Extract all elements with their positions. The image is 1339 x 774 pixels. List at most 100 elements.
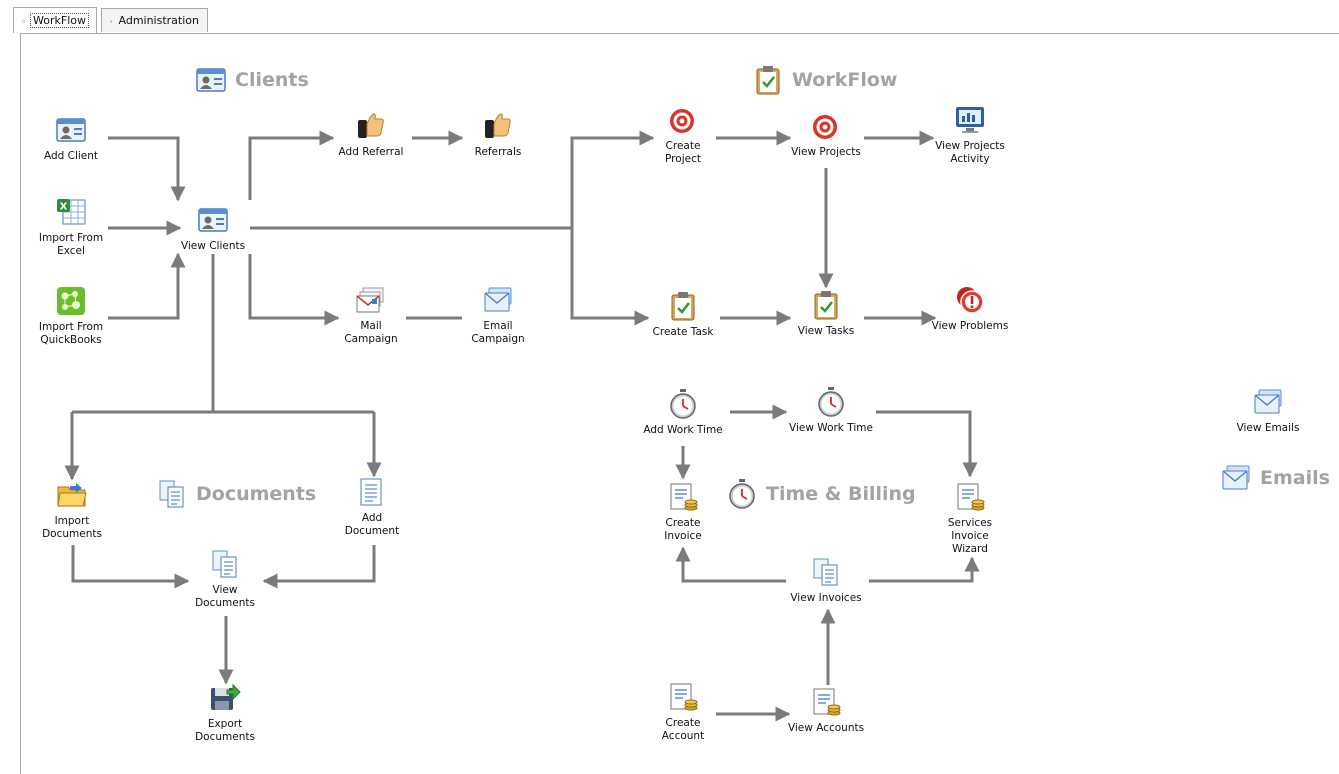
- documents-icon: [209, 548, 241, 580]
- target-star-icon: [667, 104, 699, 136]
- view-emails-button[interactable]: View Emails: [1213, 386, 1323, 435]
- export-documents-button[interactable]: Export Documents: [170, 682, 280, 744]
- section-documents: Documents: [156, 478, 316, 510]
- node-label: View Work Time: [789, 422, 873, 434]
- arrow: [108, 252, 186, 320]
- create-account-button[interactable]: Create Account: [628, 681, 738, 743]
- save-export-icon: [209, 682, 241, 714]
- create-task-button[interactable]: Create Task: [628, 290, 738, 339]
- node-label: Create Project: [665, 140, 701, 165]
- task-clipboard-icon: [667, 290, 699, 322]
- workflow-panel: [20, 33, 1339, 774]
- node-label: Add Referral: [338, 146, 404, 158]
- node-label: Email Campaign: [471, 320, 525, 345]
- targets-icon: [810, 110, 842, 142]
- quickbooks-icon: [55, 285, 87, 317]
- node-label: Import From Excel: [38, 232, 104, 257]
- invoice-wizard-icon: [954, 481, 986, 513]
- arrow: [71, 545, 190, 589]
- services-invoice-wizard-button[interactable]: Services Invoice Wizard: [915, 481, 1025, 556]
- section-title: Emails: [1260, 467, 1330, 489]
- client-card-icon: [195, 64, 227, 96]
- arrow: [248, 254, 340, 326]
- section-workflow: WorkFlow: [752, 64, 897, 96]
- account-coins-icon: [667, 681, 699, 713]
- node-label: View Tasks: [797, 325, 855, 337]
- section-time-billing: Time & Billing: [726, 478, 916, 510]
- node-label: Referrals: [474, 146, 522, 158]
- section-clients: Clients: [195, 64, 309, 96]
- view-documents-button[interactable]: View Documents: [170, 548, 280, 610]
- node-label: Add Work Time: [643, 424, 723, 436]
- monitor-chart-icon: [954, 104, 986, 136]
- arrow: [570, 130, 655, 228]
- create-invoice-button[interactable]: Create Invoice: [628, 481, 738, 543]
- view-problems-button[interactable]: View Problems: [915, 284, 1025, 333]
- node-label: Add Client: [43, 150, 99, 162]
- email-campaign-button[interactable]: Email Campaign: [443, 284, 553, 346]
- excel-icon: [55, 196, 87, 228]
- tasks-clipboard-icon: [810, 289, 842, 321]
- section-title: Time & Billing: [766, 483, 916, 505]
- arrow: [570, 228, 650, 326]
- arrow: [869, 556, 980, 583]
- node-label: View Projects Activity: [935, 140, 1005, 165]
- clipboard-icon: [752, 64, 784, 96]
- problem-icon: [954, 284, 986, 316]
- add-client-icon: [55, 114, 87, 146]
- import-documents-button[interactable]: Import Documents: [17, 479, 127, 541]
- mail-campaign-button[interactable]: Mail Campaign: [316, 284, 426, 346]
- section-title: Clients: [235, 69, 309, 91]
- invoice-coins-icon: [667, 481, 699, 513]
- node-label: Add Document: [344, 512, 400, 537]
- referrals-button[interactable]: Referrals: [443, 110, 553, 159]
- documents-icon: [156, 478, 188, 510]
- accounts-coins-icon: [810, 686, 842, 718]
- node-label: Import Documents: [42, 515, 102, 540]
- add-referral-button[interactable]: Add Referral: [316, 110, 426, 159]
- node-label: Services Invoice Wizard: [947, 517, 993, 555]
- referral-icon: [355, 110, 387, 142]
- email-icon: [1220, 462, 1252, 494]
- node-label: Create Account: [661, 717, 705, 742]
- add-client-button[interactable]: Add Client: [16, 114, 126, 163]
- folder-import-icon: [56, 479, 88, 511]
- node-label: View Invoices: [790, 592, 862, 604]
- tab-administration[interactable]: Administration: [101, 8, 208, 32]
- client-card-icon: [197, 204, 229, 236]
- invoices-icon: [810, 556, 842, 588]
- node-label: Create Task: [652, 326, 714, 338]
- add-document-icon: [356, 476, 388, 508]
- view-accounts-button[interactable]: View Accounts: [771, 686, 881, 735]
- arrow: [262, 545, 376, 589]
- view-projects-button[interactable]: View Projects: [771, 110, 881, 159]
- view-invoices-button[interactable]: View Invoices: [771, 556, 881, 605]
- node-label: View Accounts: [787, 722, 865, 734]
- view-clients-button[interactable]: View Clients: [158, 204, 268, 253]
- node-label: View Problems: [931, 320, 1009, 332]
- email-icon: [482, 284, 514, 316]
- view-tasks-button[interactable]: View Tasks: [771, 289, 881, 338]
- arrow: [675, 546, 786, 583]
- import-quickbooks-button[interactable]: Import From QuickBooks: [16, 285, 126, 347]
- tab-workflow[interactable]: WorkFlow: [13, 7, 97, 33]
- tab-bar: WorkFlow Administration: [0, 0, 1339, 34]
- arrow: [108, 136, 186, 202]
- tab-label: WorkFlow: [30, 13, 89, 28]
- add-document-button[interactable]: Add Document: [317, 476, 427, 538]
- view-projects-activity-button[interactable]: View Projects Activity: [915, 104, 1025, 166]
- node-label: Export Documents: [195, 718, 255, 743]
- arrow: [248, 130, 335, 200]
- add-work-time-button[interactable]: Add Work Time: [628, 388, 738, 437]
- import-excel-button[interactable]: Import From Excel: [16, 196, 126, 258]
- tab-label: Administration: [118, 14, 200, 27]
- node-label: View Documents: [195, 584, 255, 609]
- create-project-button[interactable]: Create Project: [628, 104, 738, 166]
- view-work-time-button[interactable]: View Work Time: [776, 386, 886, 435]
- email-icon: [1252, 386, 1284, 418]
- thumbs-up-icon: [482, 110, 514, 142]
- stopwatches-icon: [815, 386, 847, 418]
- node-label: Create Invoice: [664, 517, 702, 542]
- arrow: [876, 410, 978, 478]
